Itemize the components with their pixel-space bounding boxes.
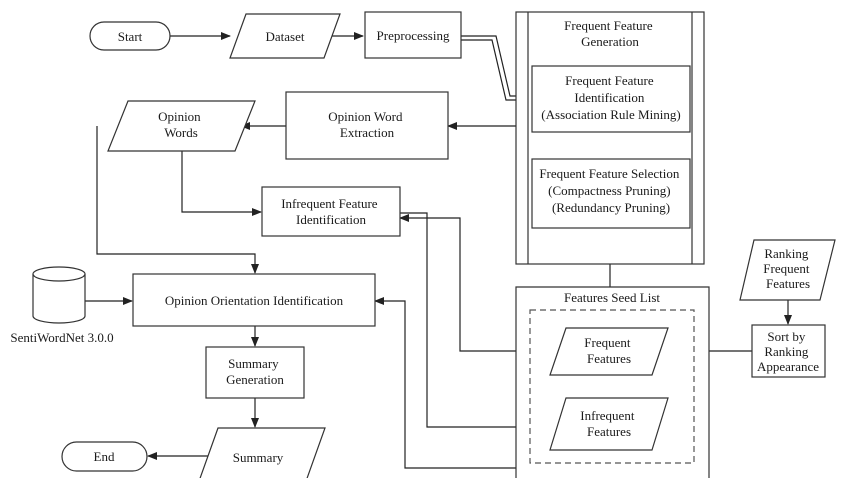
opinion-word-extraction-process: Opinion Word Extraction [285,91,449,160]
infrequent-feature-identification-process: Infrequent Feature Identification [261,186,401,237]
arrow-opinion-words-to-orientation [96,126,259,274]
dataset-input: Dataset [229,13,341,59]
frequent-feature-identification-process: Frequent Feature Identification (Associa… [531,65,691,133]
opinion-words-label: Opinion Words [158,109,204,140]
start-terminator: Start [89,21,171,51]
summary-generation-label: Summary Generation [226,356,284,387]
arrow-opinion-words-to-infrequent-identification [181,151,262,216]
infrequent-features-label: Infrequent Features [580,408,637,439]
ranking-frequent-features-data: Ranking Frequent Features [739,239,836,301]
ranking-frequent-features-label: Ranking Frequent Features [763,246,812,291]
arrow-infrequent-identification-to-infrequent-features [400,212,551,431]
infrequent-features-data: Infrequent Features [549,397,669,451]
infrequent-feature-identification-label: Infrequent Feature Identification [281,196,381,227]
end-label: End [94,449,115,464]
frequent-feature-selection-label: Frequent Feature Selection (Compactness … [539,166,682,215]
summary-label: Summary [233,450,284,465]
features-seed-list-title: Features Seed List [564,290,660,305]
frequent-features-data: Frequent Features [549,327,669,376]
start-label: Start [118,29,143,44]
frequent-feature-selection-process: Frequent Feature Selection (Compactness … [531,158,691,229]
frequent-features-label: Frequent Features [584,335,633,366]
end-terminator: End [61,441,148,472]
sort-by-ranking-label: Sort by Ranking Appearance [757,329,819,374]
arrow-frequent-features-to-infrequent-identification [399,214,556,352]
frequent-feature-identification-label: Frequent Feature Identification (Associa… [541,73,680,122]
sentiwordnet-label: SentiWordNet 3.0.0 [10,330,113,345]
sort-by-ranking-process: Sort by Ranking Appearance [751,324,826,378]
preprocessing-label: Preprocessing [377,28,450,43]
summary-output: Summary [199,427,326,478]
opinion-words-data: Opinion Words [107,100,256,152]
opinion-orientation-label: Opinion Orientation Identification [165,293,344,308]
sentiwordnet-database: SentiWordNet 3.0.0 [10,266,114,345]
summary-generation-process: Summary Generation [205,346,305,399]
frequent-feature-generation-title: Frequent Feature Generation [564,18,656,49]
dataset-label: Dataset [266,29,305,44]
opinion-orientation-identification-process: Opinion Orientation Identification [132,273,376,327]
opinion-word-extraction-label: Opinion Word Extraction [328,109,405,140]
preprocessing-process: Preprocessing [364,11,462,59]
